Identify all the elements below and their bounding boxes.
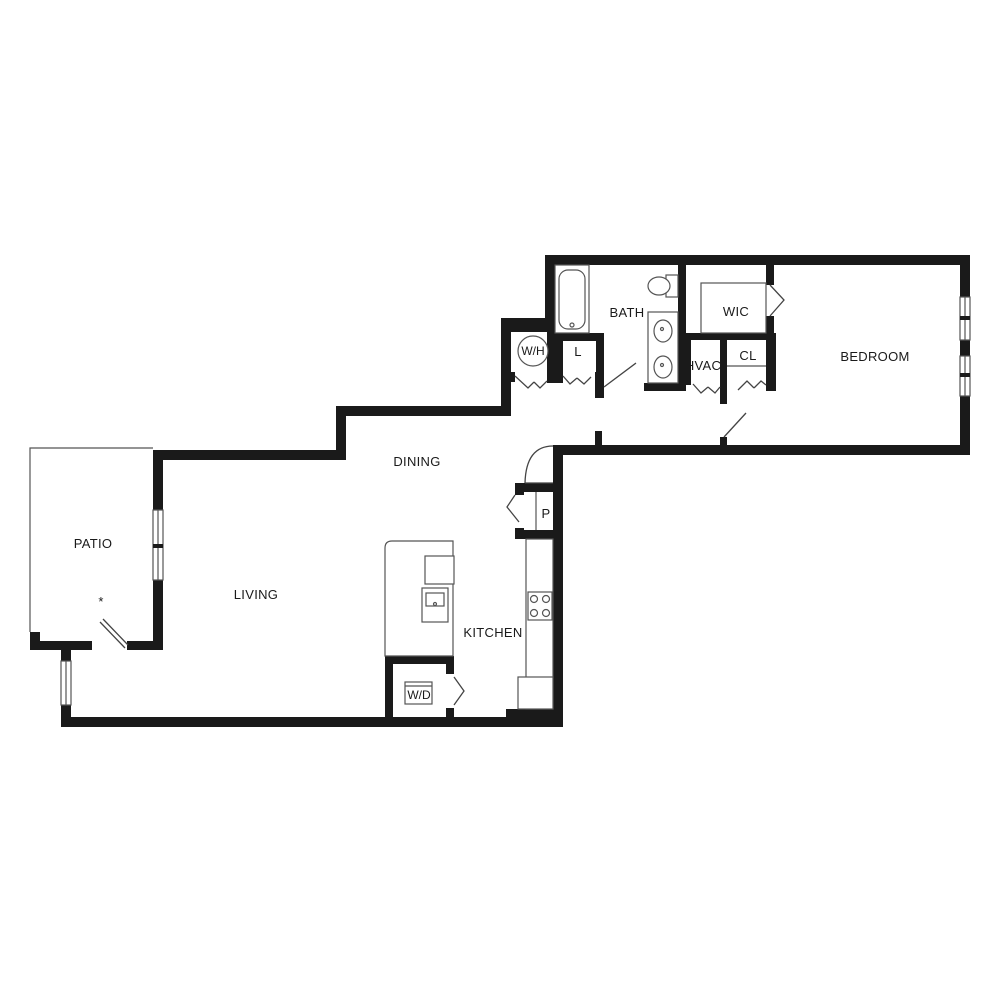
dining-label: DINING xyxy=(393,454,440,469)
doors xyxy=(99,284,785,706)
patio-outline xyxy=(29,447,153,632)
washer-dryer xyxy=(404,681,433,705)
bathtub xyxy=(554,264,590,334)
bath-vanity xyxy=(647,311,679,384)
bedroom-label: BEDROOM xyxy=(840,349,909,364)
linen-label: L xyxy=(574,344,582,359)
patio-marker-icon: * xyxy=(98,594,103,609)
closet-label: CL xyxy=(739,348,756,363)
living-label: LIVING xyxy=(234,587,278,602)
pantry-label: P xyxy=(542,506,551,521)
water-heater xyxy=(517,335,549,367)
patio-label: PATIO xyxy=(74,536,113,551)
windows xyxy=(60,296,971,706)
toilet xyxy=(647,274,679,298)
bath-label: BATH xyxy=(610,305,645,320)
kitchen-island xyxy=(384,540,455,657)
wic-label: WIC xyxy=(723,304,749,319)
wic-shelf xyxy=(700,282,767,334)
hvac-label: HVAC xyxy=(685,358,721,373)
kitchen-counter xyxy=(517,538,554,710)
washer-dryer-label: W/D xyxy=(407,688,431,702)
water-heater-label: W/H xyxy=(521,344,544,358)
kitchen-label: KITCHEN xyxy=(463,625,522,640)
walls xyxy=(30,255,970,727)
